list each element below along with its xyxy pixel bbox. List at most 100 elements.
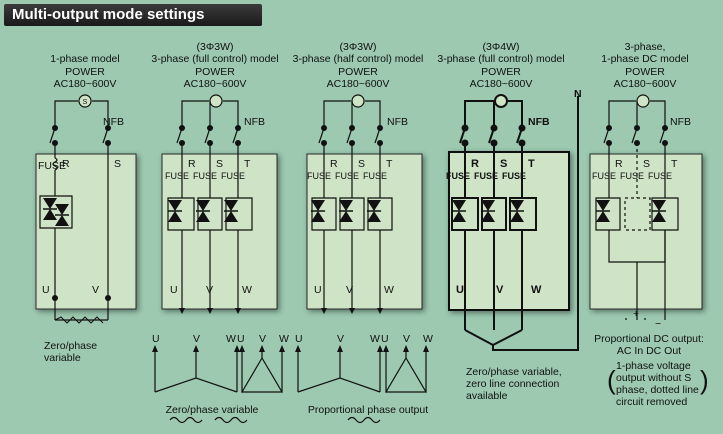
m3-s: S [358, 158, 366, 170]
m5-note-4: circuit removed [616, 396, 688, 408]
m5-plus: + [633, 308, 640, 320]
m3-nfb: NFB [387, 116, 408, 128]
m5-paren-right: ) [700, 365, 709, 395]
m4-fuse-2: FUSE [474, 171, 499, 181]
load-star1-u: U [152, 333, 160, 345]
load-star1-v: V [193, 333, 201, 345]
m4-t: T [528, 158, 535, 170]
m2-fuse-3: FUSE [221, 171, 246, 181]
m5-name-2: 1-phase DC model [601, 53, 689, 65]
m3-fuse-3: FUSE [363, 171, 388, 181]
m1-v: V [92, 284, 100, 296]
m4-w: W [531, 284, 542, 296]
m5-dc-io: AC In DC Out [616, 345, 682, 357]
m5-name-1: 3-phase, [624, 41, 666, 53]
title-banner: Multi-output mode settings [4, 4, 262, 26]
page-title: Multi-output mode settings [12, 6, 205, 23]
m5-fuse-3: FUSE [648, 171, 673, 181]
load-delta1-w: W [279, 333, 289, 345]
m1-name: 1-phase model [50, 53, 120, 65]
m1-caption-1: Zero/phase [44, 340, 98, 352]
m5-paren-left: ( [607, 365, 616, 395]
m1-caption-2: variable [44, 352, 81, 364]
load-delta2-u: U [381, 333, 389, 345]
m2-power: POWER [195, 66, 235, 78]
m4-tag: (3Φ4W) [482, 41, 520, 53]
load-star1-w: W [226, 333, 236, 345]
m5-minus: − [655, 318, 662, 330]
caption-proportional: Proportional phase output [307, 404, 429, 416]
m1-fuse: FUSE [38, 160, 67, 172]
load-star2-w: W [370, 333, 380, 345]
m5-note-3: phase, dotted line [616, 384, 699, 396]
m2-v: V [206, 284, 214, 296]
load-delta1-v: V [259, 333, 267, 345]
m3-voltage: AC180~600V [326, 78, 390, 90]
m4-fuse-1: FUSE [446, 171, 471, 181]
m2-t: T [244, 158, 251, 170]
m4-caption-3: available [466, 390, 508, 402]
m1-s: S [114, 158, 122, 170]
m2-voltage: AC180~600V [183, 78, 247, 90]
m2-nfb: NFB [244, 116, 265, 128]
model2-panel [161, 153, 278, 310]
load-delta1-u: U [237, 333, 245, 345]
m2-fuse-1: FUSE [165, 171, 190, 181]
m1-nfb: NFB [103, 116, 124, 128]
m5-fuse-1: FUSE [592, 171, 617, 181]
load-delta2-v: V [403, 333, 411, 345]
m3-fuse-1: FUSE [307, 171, 332, 181]
m3-name: 3-phase (half control) model [292, 53, 424, 65]
m2-fuse-2: FUSE [193, 171, 218, 181]
m3-fuse-2: FUSE [335, 171, 360, 181]
m5-dc-title: Proportional DC output: [594, 333, 704, 345]
m5-fuse-2: FUSE [620, 171, 645, 181]
m1-voltage: AC180~600V [53, 78, 117, 90]
m4-u: U [456, 284, 464, 296]
m3-r: R [330, 158, 338, 170]
model3-panel [306, 153, 423, 310]
m4-nfb: NFB [528, 116, 550, 128]
m4-voltage: AC180~600V [469, 78, 533, 90]
m2-name: 3-phase (full control) model [151, 53, 279, 65]
model1-panel [35, 153, 137, 310]
m1-r: R [62, 158, 70, 170]
m3-u: U [314, 284, 322, 296]
m4-caption-1: Zero/phase variable, [466, 366, 562, 378]
m1-power: POWER [65, 66, 105, 78]
m3-t: T [386, 158, 393, 170]
load-star2-u: U [295, 333, 303, 345]
m5-power: POWER [625, 66, 665, 78]
load-star2-v: V [337, 333, 345, 345]
m4-fuse-3: FUSE [502, 171, 527, 181]
m2-w: W [242, 284, 252, 296]
m5-note-1: 1-phase voltage [616, 360, 691, 372]
m5-r: R [615, 158, 623, 170]
m5-note-2: output without S [616, 372, 692, 384]
caption-zero-phase: Zero/phase variable [165, 404, 259, 416]
m2-tag: (3Φ3W) [196, 41, 234, 53]
m3-power: POWER [338, 66, 378, 78]
m4-s: S [500, 158, 508, 170]
m4-r: R [471, 158, 479, 170]
m5-nfb: NFB [670, 116, 691, 128]
svg-text:S: S [83, 99, 88, 106]
m2-s: S [216, 158, 224, 170]
m2-u: U [170, 284, 178, 296]
m5-s: S [643, 158, 651, 170]
m4-name: 3-phase (full control) model [437, 53, 565, 65]
m4-power: POWER [481, 66, 521, 78]
m4-v: V [496, 284, 504, 296]
load-delta2-w: W [423, 333, 433, 345]
m3-w: W [384, 284, 394, 296]
m3-v: V [346, 284, 354, 296]
m3-tag: (3Φ3W) [339, 41, 377, 53]
m5-voltage: AC180~600V [613, 78, 677, 90]
m2-r: R [188, 158, 196, 170]
m1-u: U [42, 284, 50, 296]
m4-n: N [574, 88, 582, 100]
m4-caption-2: zero line connection [466, 378, 560, 390]
m5-t: T [671, 158, 678, 170]
